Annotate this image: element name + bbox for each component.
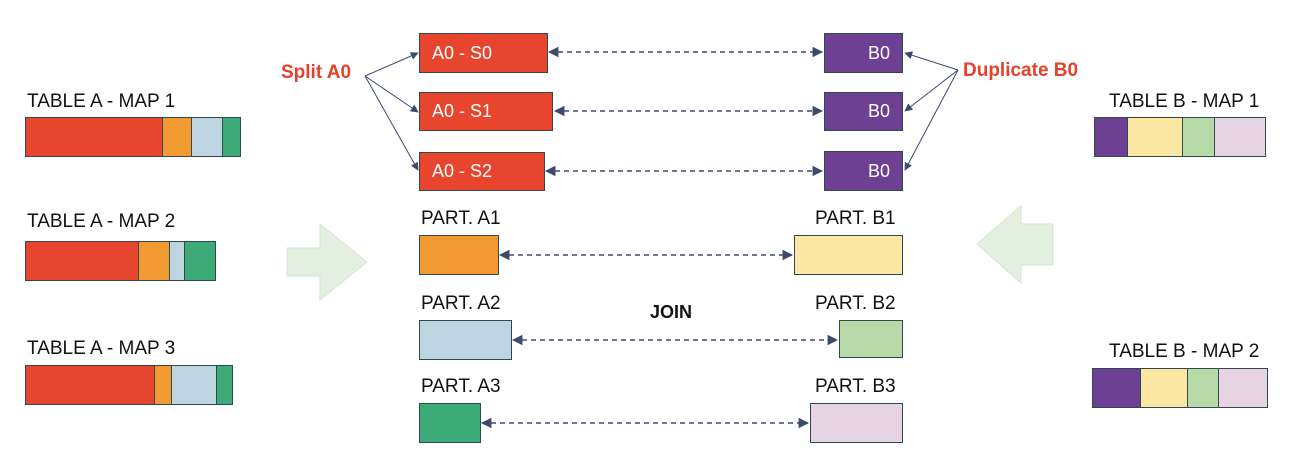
table-a-map-3-seg-lightblue	[171, 366, 218, 404]
split-box-a0-s2: A0 - S2	[419, 152, 545, 191]
dup-box-b0-3: B0	[824, 151, 903, 191]
split-line-s1	[364, 75, 419, 113]
split-line-s0	[364, 52, 419, 77]
part-b3-box	[810, 403, 903, 443]
dup-box-b0-1: B0	[824, 33, 903, 73]
part-b3-label: PART. B3	[815, 376, 896, 397]
table-a-map-3-label: TABLE A - MAP 3	[27, 338, 176, 359]
part-a3-box	[419, 403, 481, 443]
table-b-map-2-seg-lightgreen	[1187, 369, 1219, 407]
split-box-a0-s1: A0 - S1	[419, 92, 553, 131]
left-flow-arrow	[976, 204, 1054, 285]
table-a-map-1-seg-green	[223, 118, 241, 156]
part-a3-label: PART. A3	[421, 376, 501, 397]
table-a-map-2-bar	[25, 241, 216, 281]
dup-box-b0-2: B0	[824, 92, 903, 131]
table-a-map-3-seg-red	[26, 366, 155, 404]
dup-line-b0-1	[904, 51, 959, 71]
table-b-map-2-seg-pink	[1218, 369, 1267, 407]
table-a-map-2-seg-green	[185, 242, 215, 280]
table-b-map-2-seg-purple	[1093, 369, 1142, 407]
part-a1-label: PART. A1	[421, 208, 501, 229]
dup-line-b0-2	[904, 69, 959, 112]
part-b1-label: PART. B1	[815, 208, 896, 229]
table-a-map-1-bar	[25, 117, 241, 157]
split-a0-label: Split A0	[281, 62, 352, 83]
join-label: JOIN	[650, 302, 693, 322]
part-b1-box	[794, 235, 903, 275]
table-b-map-1-seg-pink	[1214, 118, 1265, 156]
table-b-map-2-seg-yellow	[1141, 369, 1188, 407]
table-b-map-1-seg-purple	[1095, 118, 1128, 156]
table-a-map-1-seg-orange	[162, 118, 193, 156]
table-a-map-2-label: TABLE A - MAP 2	[27, 211, 176, 232]
split-box-a0-s0: A0 - S0	[419, 33, 548, 73]
table-a-map-1-seg-lightblue	[192, 118, 224, 156]
table-b-map-1-bar	[1094, 117, 1266, 157]
table-b-map-1-seg-yellow	[1127, 118, 1183, 156]
table-a-map-2-seg-lightblue	[170, 242, 186, 280]
table-a-map-1-seg-red	[26, 118, 163, 156]
part-a1-box	[419, 235, 499, 275]
table-a-map-3-seg-orange	[154, 366, 172, 404]
table-b-map-2-label: TABLE B - MAP 2	[1109, 341, 1260, 362]
table-a-map-1-label: TABLE A - MAP 1	[27, 91, 176, 112]
part-a2-box	[419, 320, 512, 360]
part-a2-label: PART. A2	[421, 293, 501, 314]
table-a-map-3-seg-green	[217, 366, 232, 404]
part-b2-label: PART. B2	[815, 293, 896, 314]
table-b-map-2-bar	[1092, 368, 1268, 408]
split-line-s2	[364, 75, 419, 171]
table-b-map-1-seg-lightgreen	[1182, 118, 1215, 156]
table-a-map-2-seg-orange	[138, 242, 171, 280]
table-b-map-1-label: TABLE B - MAP 1	[1109, 91, 1260, 112]
dup-line-b0-3	[904, 69, 959, 171]
part-b2-box	[839, 320, 903, 358]
right-flow-arrow	[286, 222, 368, 302]
table-a-map-3-bar	[25, 365, 233, 405]
table-a-map-2-seg-red	[26, 242, 139, 280]
duplicate-b0-label: Duplicate B0	[963, 60, 1079, 81]
